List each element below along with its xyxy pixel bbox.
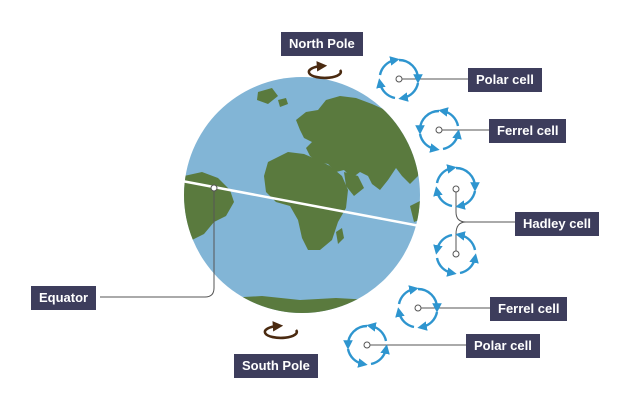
- equator-line: [181, 179, 421, 228]
- equator-point: [210, 184, 218, 192]
- antarctica: [224, 296, 380, 313]
- circulation-cell-icon: [433, 231, 479, 277]
- ferrel-cell-north-label: Ferrel cell: [489, 119, 567, 143]
- rotation-arrow-icon: [307, 61, 343, 80]
- greenland: [257, 88, 278, 104]
- globe: [181, 77, 421, 313]
- circulation-cell-icon: [395, 285, 442, 331]
- africa: [264, 152, 348, 250]
- equator-label: Equator: [31, 286, 97, 310]
- eurasia: [296, 96, 420, 190]
- polar-cell-south-label: Polar cell: [466, 334, 540, 358]
- rotation-arrow-icon: [263, 321, 299, 340]
- south-pole-label: South Pole: [234, 354, 318, 378]
- circulation-cell-icon: [343, 322, 390, 368]
- madagascar: [336, 228, 344, 244]
- arabia: [344, 172, 364, 196]
- polar-cell-north-label: Polar cell: [468, 68, 542, 92]
- circulation-cell-icon: [415, 107, 462, 153]
- circulation-cell-icon: [433, 164, 480, 210]
- circulation-cell-icon: [376, 56, 423, 102]
- hadley-cell-label: Hadley cell: [515, 212, 599, 236]
- north-pole-label: North Pole: [281, 32, 363, 56]
- ferrel-cell-south-label: Ferrel cell: [490, 297, 568, 321]
